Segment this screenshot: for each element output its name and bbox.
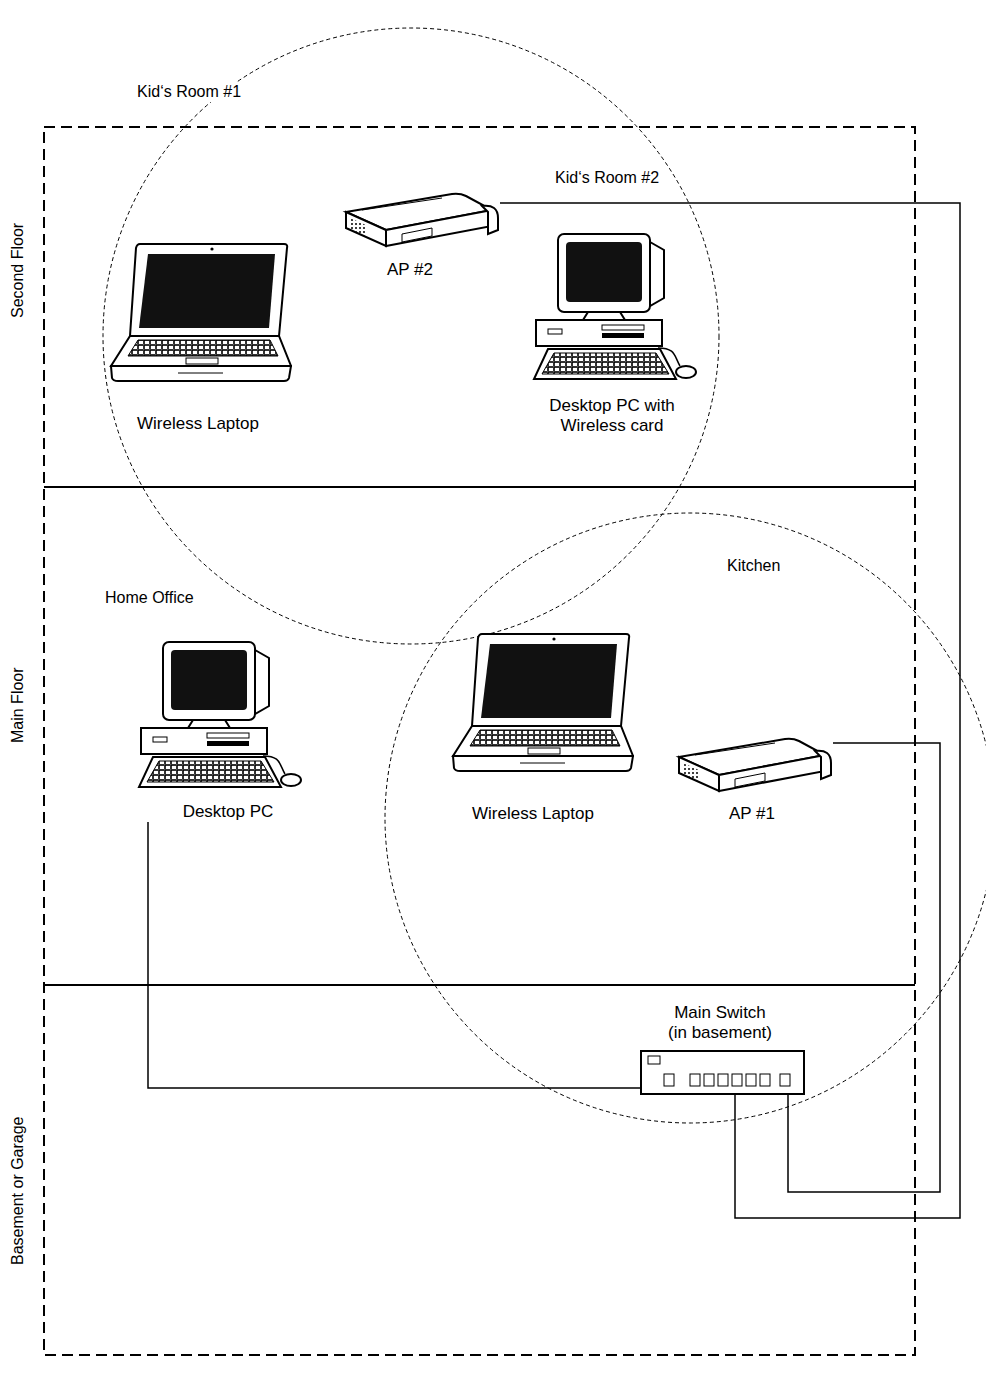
switch-icon — [640, 1050, 805, 1095]
floor-label: Main Floor — [8, 667, 28, 743]
device-node: Main Switch (in basement) — [640, 1003, 805, 1095]
device-caption: AP #2 — [387, 260, 433, 280]
device-caption: Main Switch (in basement) — [664, 1003, 776, 1043]
floor-label: Second Floor — [8, 222, 28, 317]
floor-band: Main FloorDesktop PCWireless LaptopAP #1 — [44, 487, 915, 985]
device-caption: Desktop PC with Wireless card — [530, 396, 695, 436]
device-node: AP #1 — [675, 735, 833, 824]
device-node: Desktop PC with Wireless card — [530, 232, 701, 436]
access-point-icon — [675, 735, 833, 795]
coverage-circle — [103, 28, 719, 644]
floor-band: Second FloorWireless LaptopAP #2Desktop … — [44, 127, 915, 487]
device-caption: Wireless Laptop — [137, 414, 259, 434]
laptop-icon — [108, 240, 292, 385]
device-node: Desktop PC — [135, 640, 305, 822]
room-label: Kitchen — [725, 556, 782, 576]
room-label: Kid‘s Room #1 — [135, 82, 243, 102]
laptop-icon — [450, 630, 634, 775]
device-caption: Wireless Laptop — [472, 804, 594, 824]
room-label: Kid‘s Room #2 — [553, 168, 661, 188]
floor-line — [44, 984, 915, 986]
house-outline — [44, 127, 915, 1355]
device-caption: AP #1 — [729, 804, 775, 824]
device-node: AP #2 — [342, 190, 500, 280]
access-point-icon — [342, 190, 500, 250]
network-cable — [148, 822, 640, 1088]
floor-line — [44, 486, 915, 488]
device-node: Wireless Laptop — [108, 240, 292, 434]
floor-band: Basement or GarageMain Switch (in baseme… — [44, 985, 915, 1355]
desktop-icon — [135, 640, 305, 795]
device-node: Wireless Laptop — [450, 630, 634, 824]
room-label: Home Office — [103, 588, 196, 608]
floor-label: Basement or Garage — [8, 1116, 28, 1265]
coverage-circle — [385, 513, 986, 1123]
network-cable — [788, 743, 940, 1192]
device-caption: Desktop PC — [183, 802, 274, 822]
desktop-icon — [530, 232, 700, 387]
